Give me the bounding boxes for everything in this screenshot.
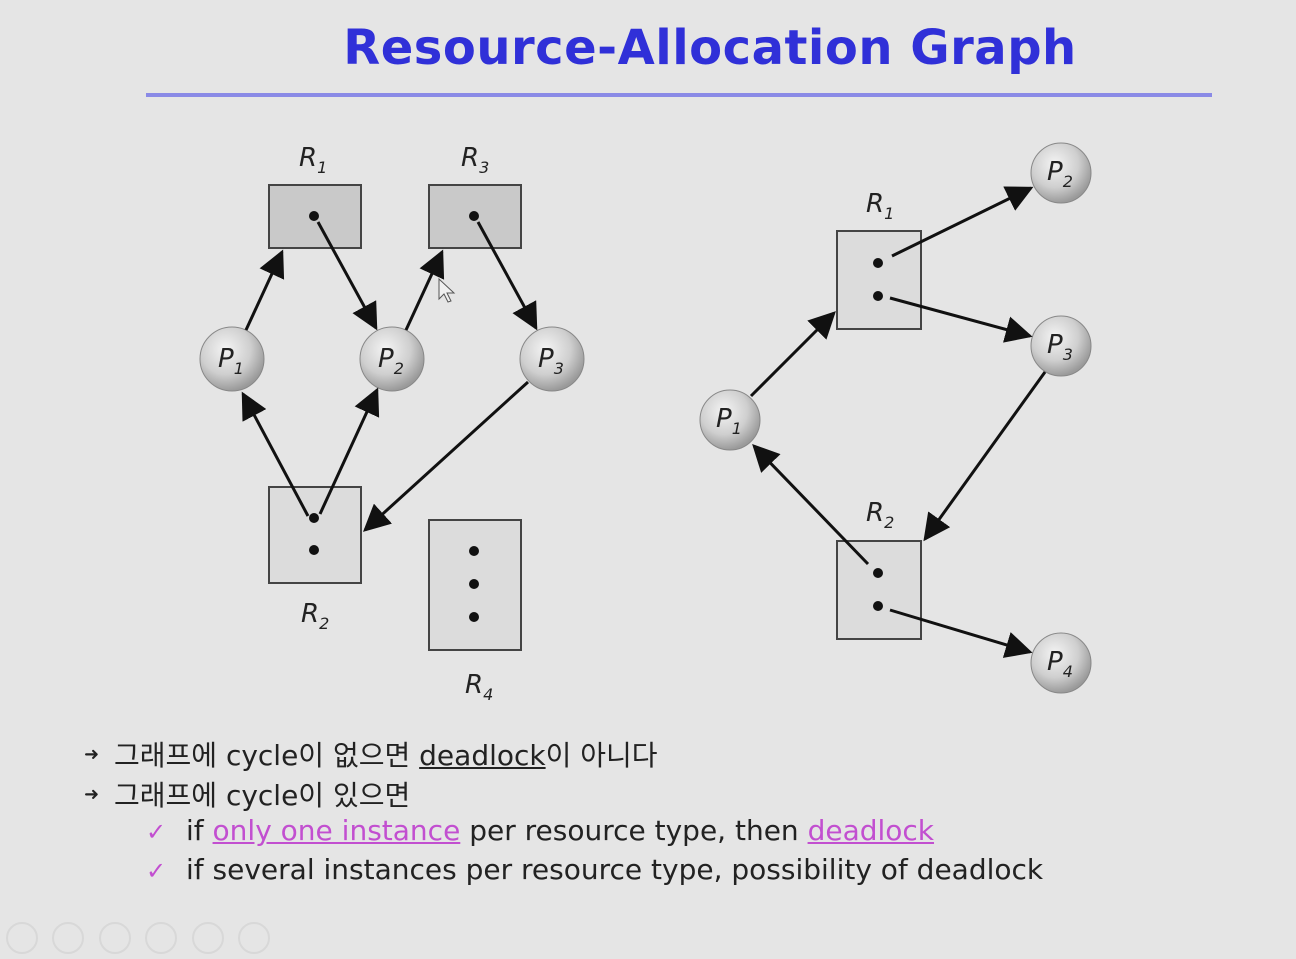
zoom-icon[interactable] bbox=[191, 922, 224, 954]
slide-nav-toolbar bbox=[6, 922, 280, 959]
slide-title: Resource-Allocation Graph bbox=[343, 20, 1077, 76]
right-r2-box bbox=[836, 540, 922, 640]
sub-bullet-item: if several instances per resource type, … bbox=[186, 853, 1044, 886]
right-r1-box bbox=[836, 230, 922, 330]
only-one-instance-link[interactable]: only one instance bbox=[212, 814, 461, 847]
svg-text:R3: R3 bbox=[461, 143, 489, 177]
svg-text:R4: R4 bbox=[465, 670, 493, 704]
svg-text:R2: R2 bbox=[301, 599, 329, 633]
copy-icon[interactable] bbox=[145, 922, 178, 954]
svg-text:R1: R1 bbox=[866, 189, 894, 223]
title-rule bbox=[146, 93, 1212, 97]
svg-text:P1: P1 bbox=[716, 404, 742, 438]
svg-text:R2: R2 bbox=[866, 498, 894, 532]
svg-text:P3: P3 bbox=[538, 344, 564, 378]
svg-text:R1: R1 bbox=[299, 143, 327, 177]
left-graph: R1 R3 R2 R4 P1 P2 P3 bbox=[199, 143, 585, 704]
deadlock-term: deadlock bbox=[419, 739, 546, 772]
left-r3-box bbox=[428, 184, 522, 249]
right-p4-node bbox=[1030, 632, 1092, 694]
left-p2-node bbox=[359, 326, 425, 392]
left-p3-node bbox=[519, 326, 585, 392]
left-r2-box bbox=[268, 486, 362, 584]
check-icon: ✓ bbox=[146, 818, 167, 846]
next-icon[interactable] bbox=[52, 922, 85, 954]
svg-text:P3: P3 bbox=[1047, 330, 1073, 364]
left-p1-node bbox=[199, 326, 265, 392]
prev-icon[interactable] bbox=[6, 922, 38, 954]
mouse-cursor-icon bbox=[438, 277, 456, 303]
right-graph: R1 R2 P1 P2 P3 P4 bbox=[699, 142, 1092, 694]
sub-bullet-item: if only one instance per resource type, … bbox=[186, 814, 935, 847]
right-p2-node bbox=[1030, 142, 1092, 204]
bullet-arrow-icon: ➜ bbox=[84, 744, 100, 765]
bullet-arrow-icon: ➜ bbox=[84, 784, 100, 805]
right-p3-node bbox=[1030, 315, 1092, 377]
check-icon: ✓ bbox=[146, 857, 167, 885]
more-icon[interactable] bbox=[238, 922, 271, 954]
deadlock-link[interactable]: deadlock bbox=[807, 814, 935, 847]
right-p1-node bbox=[699, 389, 761, 451]
pen-icon[interactable] bbox=[98, 922, 131, 954]
